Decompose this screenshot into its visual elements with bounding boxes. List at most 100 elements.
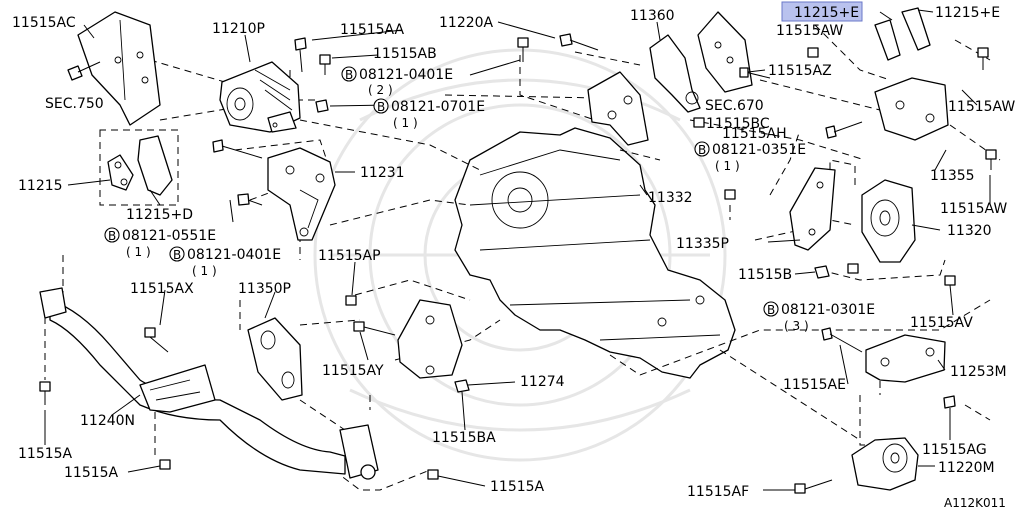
label-11210P: 11210P <box>212 21 265 37</box>
nut-11515B <box>814 265 830 279</box>
bolt-symbol-circle <box>694 141 710 157</box>
bolt-11515AV <box>944 275 956 286</box>
bolt-11515AG <box>943 395 956 409</box>
label-11215: 11215 <box>18 178 63 194</box>
bolt-11515A-lower <box>427 469 439 480</box>
label-11515AW-r1: 11515AW <box>948 99 1015 115</box>
bolt-08121-0351E <box>724 189 736 200</box>
label-11355: 11355 <box>930 168 975 184</box>
label-11215E-highlighted[interactable]: 11215+E <box>794 5 859 21</box>
label-11515B: 11515B <box>738 267 792 283</box>
label-11332: 11332 <box>648 190 693 206</box>
label-11274: 11274 <box>520 374 565 390</box>
label-08121-0351E: 08121-0351E <box>712 142 806 158</box>
label-11253M: 11253M <box>950 364 1007 380</box>
label-11515A-lower: 11515A <box>64 465 119 481</box>
bolt-08121-0401E-mid <box>237 193 263 206</box>
bolt-11515AZ <box>739 67 771 79</box>
label-11515A-left: 11515A <box>18 446 73 462</box>
nut-11515BA <box>454 379 470 393</box>
label-qty-1d: ( 1 ) <box>192 264 217 278</box>
stopper-11215D <box>137 135 173 196</box>
label-11515AV: 11515AV <box>910 315 973 331</box>
bolt-08121-0551E <box>212 139 263 159</box>
label-11515AW-r2: 11515AW <box>940 201 1007 217</box>
bolt-11515A-bottom <box>159 459 171 470</box>
label-11515AW-top: 11515AW <box>776 23 843 39</box>
label-sec670: SEC.670 <box>705 98 764 114</box>
bracket-sec750 <box>77 11 161 126</box>
label-11515AX: 11515AX <box>130 281 194 297</box>
diagram-id: A112K011 <box>944 496 1006 510</box>
bolt-11515BC <box>693 117 705 128</box>
label-qty-1b: ( 1 ) <box>715 159 740 173</box>
label-11220M: 11220M <box>938 460 995 476</box>
bolt-11515AB <box>319 54 331 75</box>
bracket-11231 <box>267 147 336 241</box>
bracket-11335P <box>789 167 836 251</box>
mount-insulator-11210P <box>219 61 301 133</box>
label-11360: 11360 <box>630 8 675 24</box>
label-08121-0401E-top: 08121-0401E <box>359 67 453 83</box>
bolt-11515AW-r1 <box>977 47 989 70</box>
bracket-11274 <box>397 299 463 379</box>
label-11240N: 11240N <box>80 413 135 429</box>
bolt-11515AC <box>67 61 101 81</box>
engine-block-outline <box>454 127 736 379</box>
bolt-symbol-b: B <box>767 303 775 317</box>
label-08121-0301E: 08121-0301E <box>781 302 875 318</box>
bolt-symbol-b: B <box>108 229 116 243</box>
bolt-11515AE <box>821 327 863 353</box>
label-11515A-bottom: 11515A <box>490 479 545 495</box>
label-qty-2: ( 2 ) <box>368 83 393 97</box>
bolt-symbol-b: B <box>698 143 706 157</box>
label-11515AB: 11515AB <box>373 46 437 62</box>
label-11515AG: 11515AG <box>922 442 987 458</box>
bolt-11515AW-top <box>807 47 819 58</box>
highlight-box <box>781 1 863 22</box>
crossmember-11240N <box>39 287 379 480</box>
label-11350P: 11350P <box>238 281 291 297</box>
label-qty-1a: ( 1 ) <box>393 116 418 130</box>
label-11220A: 11220A <box>439 15 494 31</box>
bolt-11515AY <box>353 321 396 336</box>
label-11515BC: 11515BC <box>706 116 770 132</box>
label-11515AE: 11515AE <box>783 377 846 393</box>
label-08121-0401E-mid: 08121-0401E <box>187 247 281 263</box>
bolt-symbol-circle <box>373 98 389 114</box>
bolt-symbol-b: B <box>377 100 385 114</box>
bracket-11360 <box>587 71 649 146</box>
mount-11350P <box>247 317 303 401</box>
label-11515AP: 11515AP <box>318 248 381 264</box>
label-11515AZ: 11515AZ <box>768 63 832 79</box>
bolt-11220A <box>559 33 599 51</box>
bolt-11515AF <box>794 479 833 494</box>
bolt-11515AP <box>345 295 357 306</box>
label-11515BA: 11515BA <box>432 430 496 446</box>
mount-11220M <box>851 437 919 491</box>
bolt-11515A-left <box>39 381 51 405</box>
label-11515AC: 11515AC <box>12 15 76 31</box>
bolt-11515AX <box>144 327 169 353</box>
label-11335P: 11335P <box>676 236 729 252</box>
bolt-08121-0701E <box>315 99 329 113</box>
label-sec750: SEC.750 <box>45 96 104 112</box>
bolt-symbol-b: B <box>345 68 353 82</box>
stopper-11215E <box>874 7 931 61</box>
label-11215E-right: 11215+E <box>935 5 1000 21</box>
bolt-11515AW-r2 <box>985 149 997 170</box>
bolt-symbol-circle <box>169 246 185 262</box>
label-11515AA: 11515AA <box>340 22 405 38</box>
label-08121-0551E: 08121-0551E <box>122 228 216 244</box>
label-11231: 11231 <box>360 165 405 181</box>
bolt-11515AA <box>294 37 307 73</box>
label-11320: 11320 <box>947 223 992 239</box>
label-08121-0701E: 08121-0701E <box>391 99 485 115</box>
label-qty-3: ( 3 ) <box>784 319 809 333</box>
mount-11320 <box>861 179 916 263</box>
bolt-08121-0301E <box>847 263 859 274</box>
bolt-symbol-circle <box>341 66 357 82</box>
part-labels: 11515AC 11210P 11515AA 11515AB B 08121-0… <box>12 1 1015 510</box>
stopper-11215 <box>107 154 134 191</box>
label-11515AH: 11515AH <box>722 126 787 142</box>
